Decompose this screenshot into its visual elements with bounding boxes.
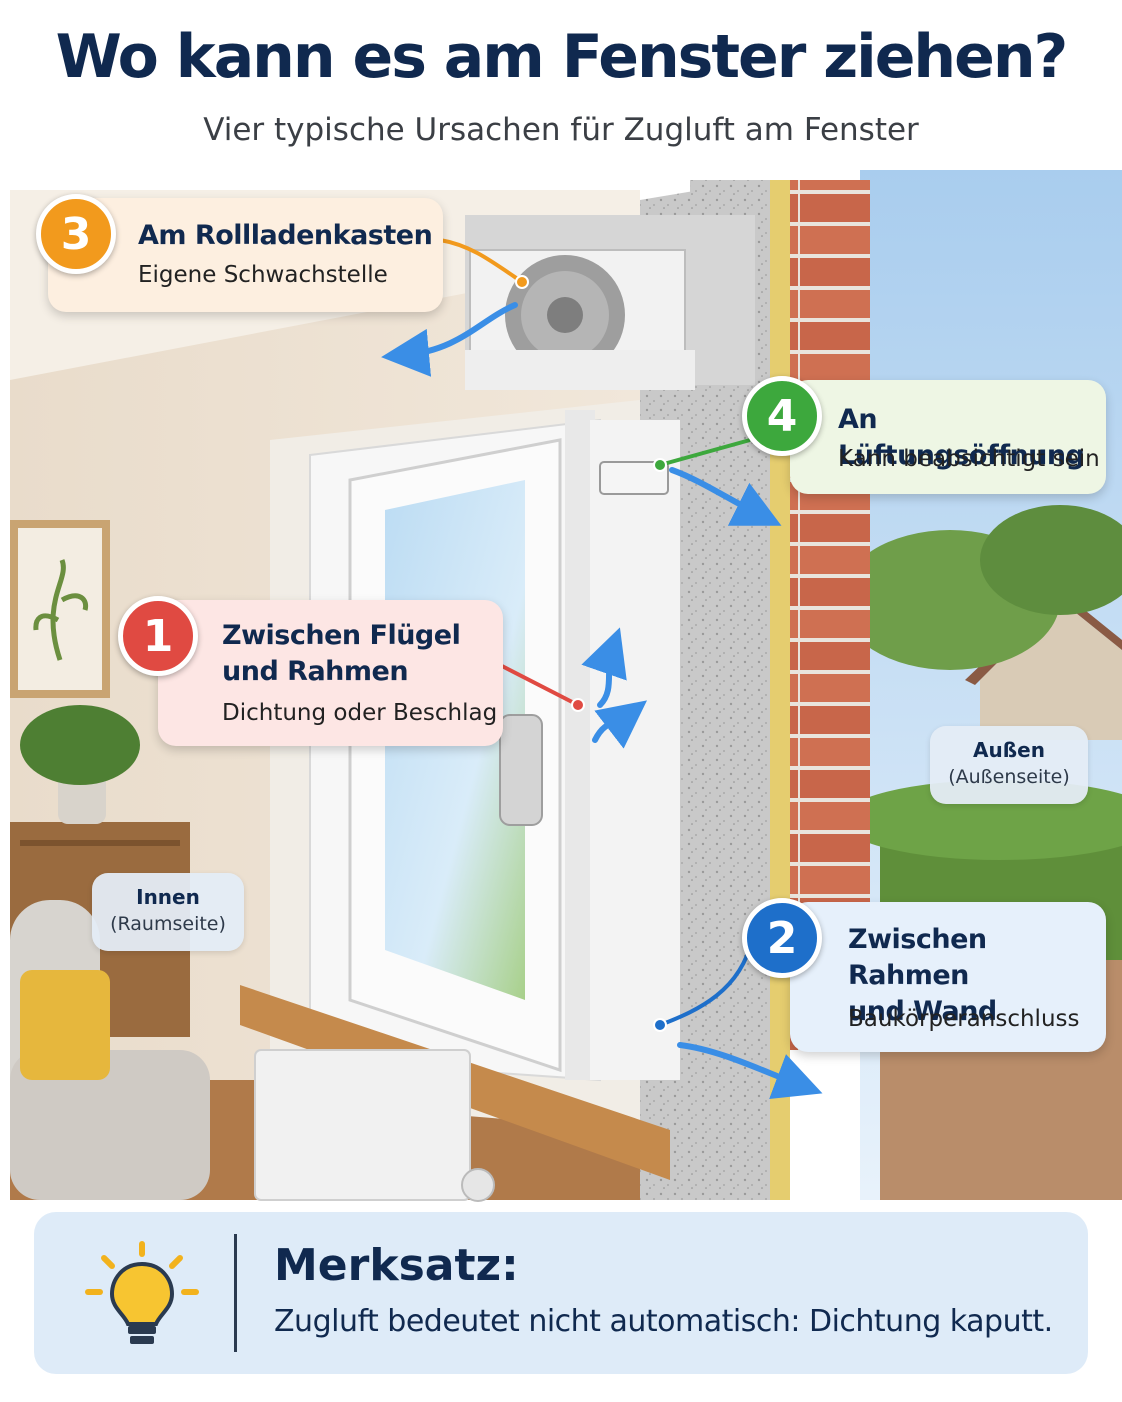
cause-4-number-badge: 4	[742, 376, 822, 456]
cause-2-title: Zwischen Rahmen und Wand	[848, 922, 1106, 1030]
cause-4-title: An Lüftungsöffnung	[838, 404, 1085, 471]
merksatz-text: Zugluft bedeutet nicht automatisch: Dich…	[274, 1304, 1053, 1339]
ventilation-grille	[599, 461, 669, 495]
leader-line-4	[659, 438, 751, 467]
outside-label-subtitle: (Außenseite)	[948, 766, 1070, 788]
window-cross-section-illustration	[10, 170, 1122, 1202]
window-frame	[270, 400, 680, 1130]
armchair	[10, 900, 210, 1200]
cause-1-number-badge: 1	[118, 596, 198, 676]
outside-label-title: Außen	[973, 738, 1045, 762]
cause-2-title-line1: Zwischen Rahmen	[848, 924, 987, 991]
inside-label-title: Innen	[136, 885, 200, 909]
callout-cause-2: 2 Zwischen Rahmen und Wand Baukörperansc…	[742, 898, 1106, 1052]
cause-1-description: Dichtung oder Beschlag	[222, 700, 498, 726]
cause-1-title-line1: Zwischen Flügel	[222, 620, 461, 651]
lightbulb-icon	[85, 1241, 199, 1344]
leader-line-1	[499, 663, 579, 707]
page-subtitle: Vier typische Ursachen für Zugluft am Fe…	[203, 112, 919, 148]
callout-cause-3: 3 Am Rollladenkasten Eigene Schwachstell…	[36, 194, 443, 312]
cause-2-description: Baukörperanschluss	[848, 1006, 1080, 1032]
cause-3-title: Am Rollladenkasten	[138, 220, 433, 251]
inside-label: Innen (Raumseite)	[92, 873, 244, 951]
merksatz-divider	[234, 1234, 237, 1352]
insulation-layer	[770, 180, 790, 1200]
roller-shutter-box	[465, 215, 755, 390]
cause-2-number-badge: 2	[742, 898, 822, 978]
outside-label: Außen (Außenseite)	[930, 726, 1088, 804]
callout-cause-4: 4 An Lüftungsöffnung Kann beabsichtigt s…	[742, 376, 1106, 494]
merksatz-box: Merksatz: Zugluft bedeutet nicht automat…	[34, 1212, 1088, 1374]
cause-3-description: Eigene Schwachstelle	[138, 262, 388, 288]
radiator	[254, 1049, 495, 1202]
leader-line-3	[439, 238, 524, 284]
merksatz-title: Merksatz:	[274, 1240, 519, 1291]
wall-picture	[10, 520, 110, 698]
cause-3-number-badge: 3	[36, 194, 116, 274]
cause-2-title-line2: und Wand	[848, 996, 997, 1027]
callout-cause-1: 1 Zwischen Flügel und Rahmen Dichtung od…	[118, 596, 503, 746]
outside-trees	[840, 505, 1122, 1200]
window-handle	[499, 714, 543, 826]
outside-house	[965, 590, 1122, 740]
cause-1-title: Zwischen Flügel und Rahmen	[222, 618, 461, 690]
page-title: Wo kann es am Fenster ziehen?	[55, 22, 1069, 92]
cause-4-description: Kann beabsichtigt sein	[838, 446, 1100, 472]
inside-label-subtitle: (Raumseite)	[110, 913, 226, 935]
airflow-arrows	[381, 302, 823, 1100]
cause-1-title-line2: und Rahmen	[222, 656, 409, 687]
